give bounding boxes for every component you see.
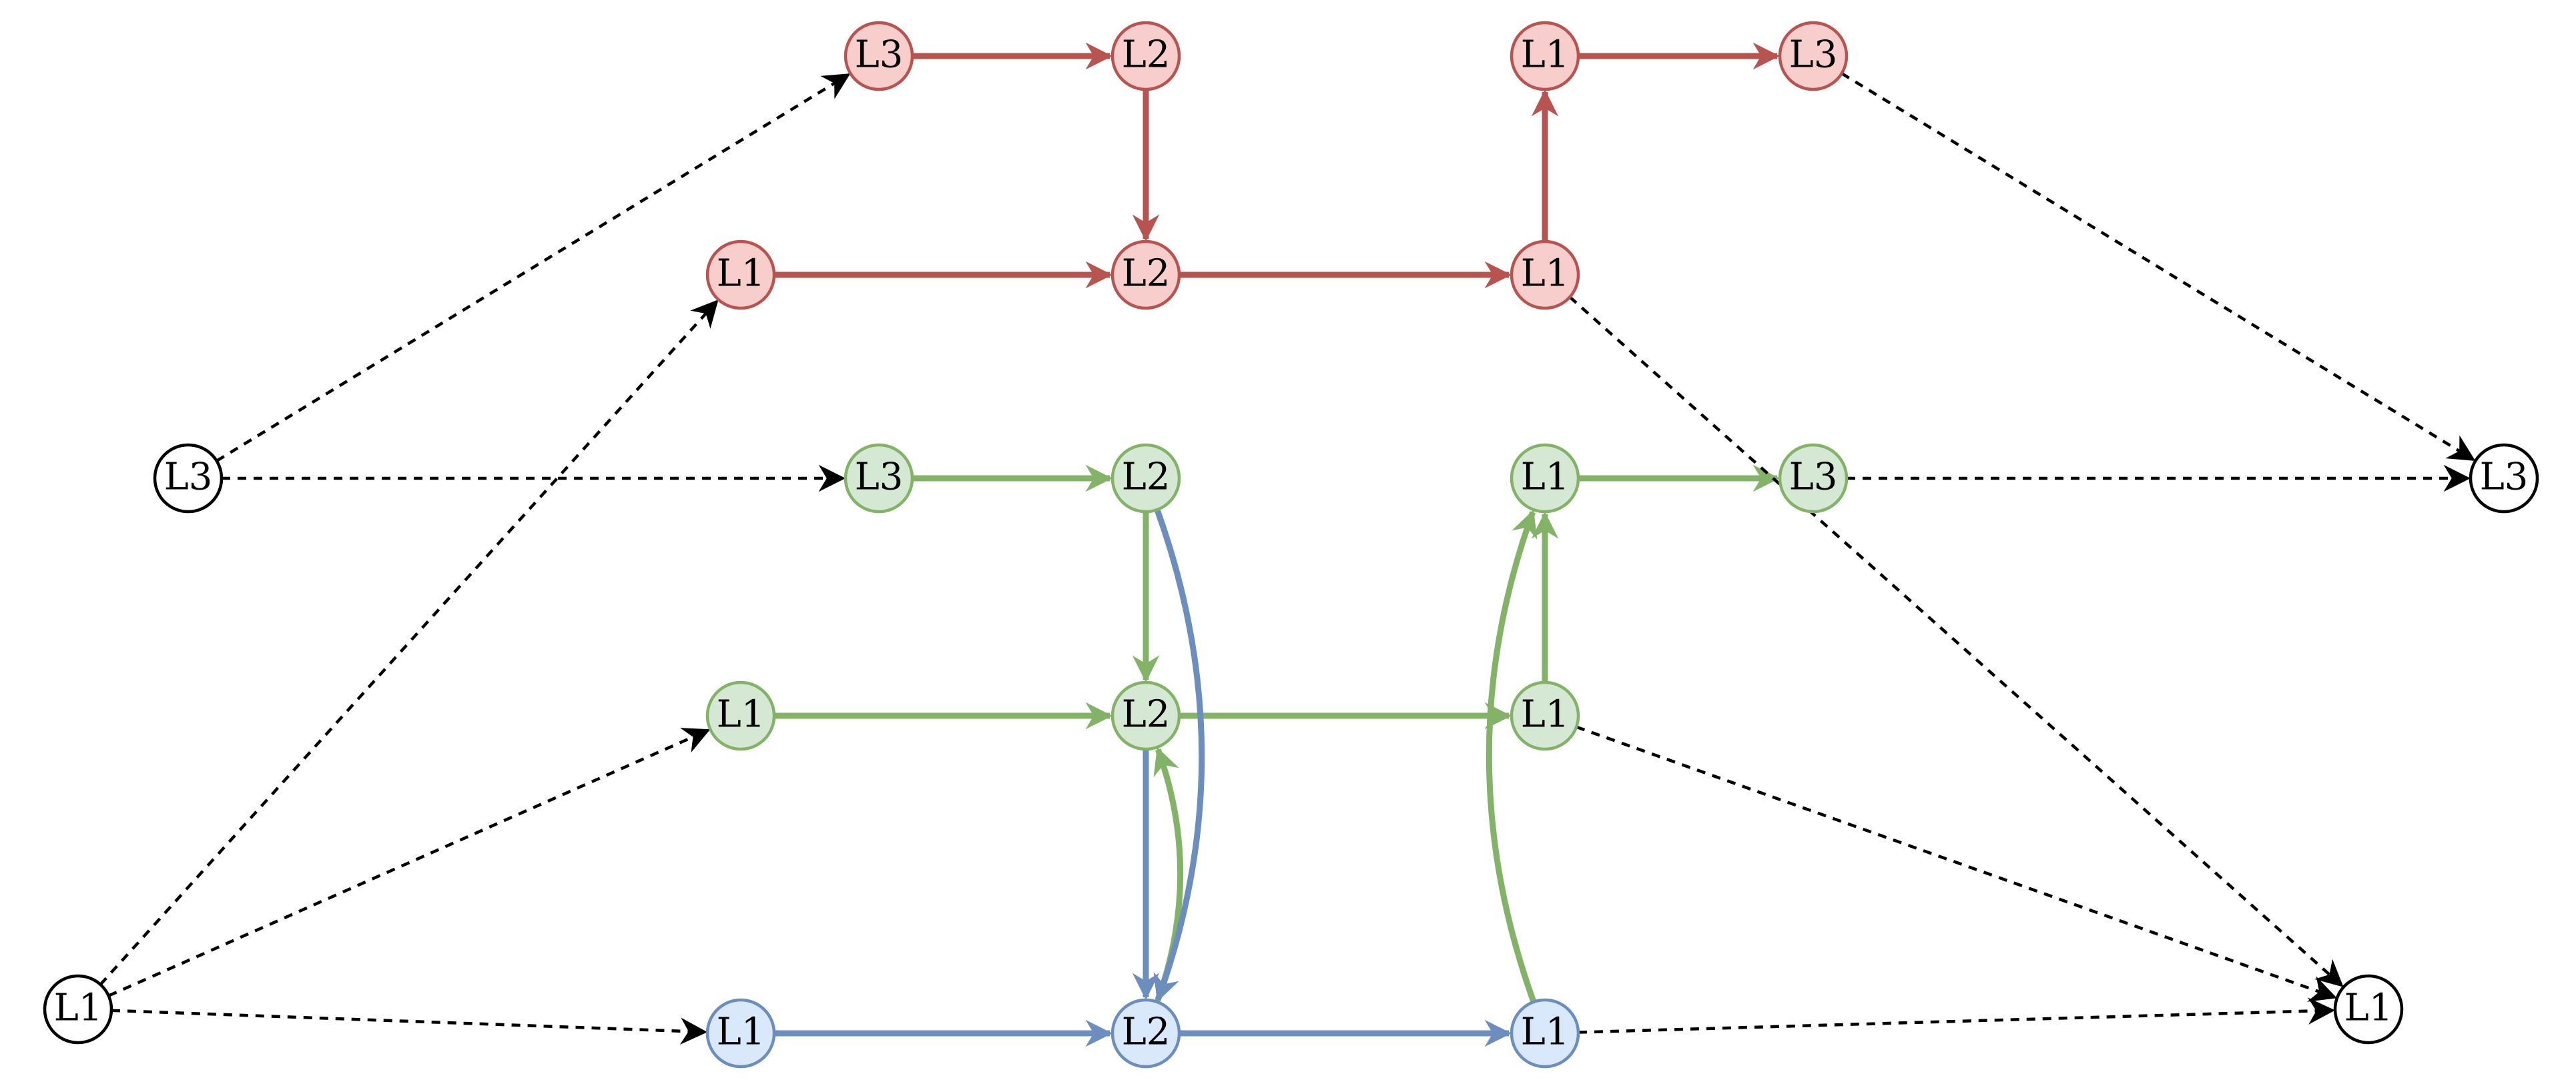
node-label: L2	[1122, 1011, 1171, 1054]
node-r_top_l2: L2	[1110, 21, 1181, 91]
edge-b_l1b-to-g_top_l1	[1486, 509, 1538, 1003]
node-circle	[1510, 443, 1580, 514]
node-r_mid_l2: L2	[1110, 239, 1181, 310]
node-g_top_l3b: L3	[1778, 443, 1849, 514]
node-label: L3	[1789, 456, 1838, 499]
node-circle	[1110, 680, 1181, 751]
node-label: L2	[1122, 33, 1171, 77]
node-circle	[2333, 974, 2404, 1045]
node-r_top_l3: L3	[844, 21, 914, 91]
edge-src_l3-to-r_top_l3	[216, 73, 851, 462]
node-circle	[1510, 239, 1580, 310]
edges-layer	[99, 42, 2476, 1047]
node-label: L3	[855, 33, 904, 77]
node-label: L3	[2480, 456, 2529, 499]
node-g_top_l1: L1	[1510, 443, 1580, 514]
node-circle	[1778, 21, 1849, 91]
node-label: L3	[1789, 33, 1838, 77]
edge-src_l1-to-b_l1	[111, 1009, 708, 1045]
node-src_l1: L1	[43, 974, 113, 1045]
node-circle	[1510, 998, 1580, 1069]
node-g_mid_l1b: L1	[1510, 680, 1580, 751]
node-circle	[1110, 443, 1181, 514]
node-circle	[705, 680, 776, 751]
node-dst_l1: L1	[2333, 974, 2404, 1045]
edge-r_top_l3b-to-dst_l3	[1841, 72, 2476, 461]
node-label: L1	[54, 987, 103, 1030]
node-circle	[1110, 239, 1181, 310]
node-r_mid_l1b: L1	[1510, 239, 1580, 310]
node-label: L1	[2344, 987, 2393, 1030]
node-g_mid_l1: L1	[705, 680, 776, 751]
node-circle	[705, 239, 776, 310]
node-r_top_l1: L1	[1510, 21, 1580, 91]
node-circle	[153, 443, 224, 514]
node-label: L1	[717, 693, 765, 736]
node-circle	[705, 998, 776, 1069]
node-label: L1	[717, 1011, 765, 1054]
node-r_mid_l1: L1	[705, 239, 776, 310]
node-circle	[1110, 21, 1181, 91]
node-circle	[1510, 21, 1580, 91]
edge-r_mid_l1b-to-dst_l1	[1568, 296, 2344, 987]
node-label: L2	[1122, 693, 1171, 736]
node-label: L2	[1122, 456, 1171, 499]
node-b_l1: L1	[705, 998, 776, 1069]
edge-src_l1-to-r_mid_l1	[99, 300, 719, 986]
node-b_l1b: L1	[1510, 998, 1580, 1069]
edge-g_top_l2-to-b_l2	[1153, 508, 1205, 1003]
node-label: L1	[1521, 456, 1570, 499]
node-g_top_l3: L3	[844, 443, 914, 514]
node-label: L1	[1521, 252, 1570, 296]
node-circle	[844, 21, 914, 91]
node-src_l3: L3	[153, 443, 224, 514]
node-circle	[844, 443, 914, 514]
edge-b_l1b-to-dst_l1	[1578, 997, 2336, 1034]
node-b_l2: L2	[1110, 998, 1181, 1069]
node-label: L3	[855, 456, 904, 499]
node-circle	[43, 974, 113, 1045]
node-g_top_l2: L2	[1110, 443, 1181, 514]
node-r_top_l3b: L3	[1778, 21, 1849, 91]
node-g_mid_l2: L2	[1110, 680, 1181, 751]
node-dst_l3: L3	[2469, 443, 2539, 514]
node-circle	[1510, 680, 1580, 751]
node-circle	[1778, 443, 1849, 514]
node-circle	[1110, 998, 1181, 1069]
node-label: L3	[164, 456, 213, 499]
node-circle	[2469, 443, 2539, 514]
node-label: L1	[1521, 693, 1570, 736]
node-label: L2	[1122, 252, 1171, 296]
node-label: L1	[1521, 33, 1570, 77]
edge-g_mid_l1b-to-dst_l1	[1576, 725, 2337, 1002]
node-label: L1	[1521, 1011, 1570, 1054]
node-label: L1	[717, 252, 765, 296]
edge-src_l1-to-g_mid_l1	[107, 728, 711, 997]
